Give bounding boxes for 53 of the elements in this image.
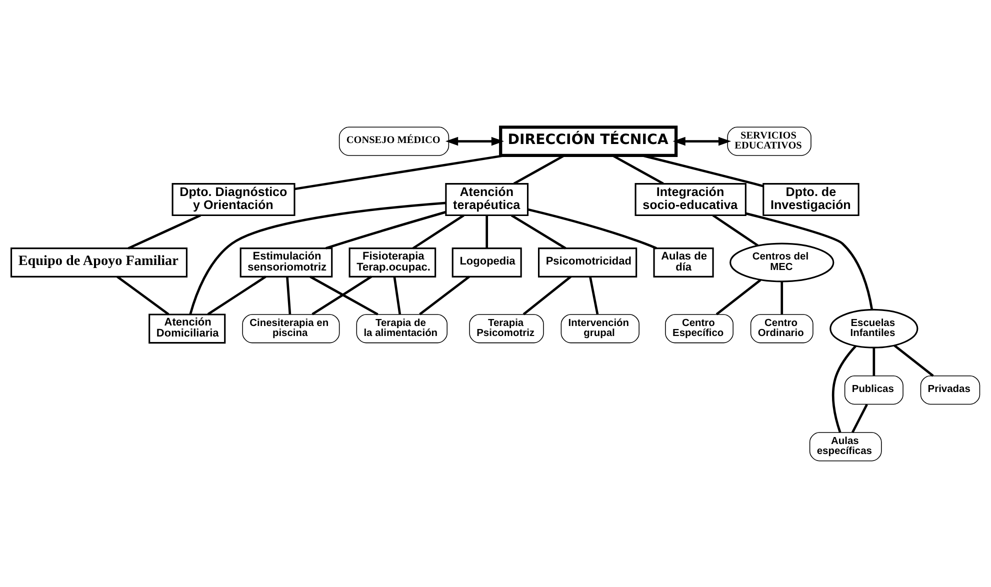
node-box: DIRECCIÓN TÉCNICA	[499, 125, 678, 157]
node-box: Dpto. de Investigación	[762, 182, 860, 216]
connector	[207, 275, 266, 315]
node-box: Atención terapéutica	[445, 182, 529, 216]
connector	[326, 210, 446, 249]
node-box: Aulas específicas	[809, 432, 882, 461]
connector	[294, 154, 505, 190]
connector	[780, 281, 784, 314]
node-box: Privadas	[920, 375, 980, 404]
connector	[116, 275, 170, 315]
connector	[286, 276, 292, 314]
node-box: Aulas de día	[653, 247, 714, 277]
node-box: Intervención grupal	[560, 314, 640, 343]
node-box: Terapia de la alimentación	[356, 314, 448, 343]
node-box: Equipo de Apoyo Familiar	[10, 247, 188, 277]
node-ellipse: Centros del MEC	[730, 242, 834, 282]
connector	[851, 403, 868, 432]
connector	[832, 344, 857, 432]
node-box: Estimulación sensoriomotriz	[240, 247, 333, 277]
arrow	[445, 136, 504, 146]
connector	[486, 215, 488, 248]
connector	[393, 276, 402, 314]
connector	[510, 214, 566, 249]
connector	[642, 154, 764, 187]
connector	[419, 275, 470, 315]
connector	[872, 347, 876, 376]
connector	[712, 214, 759, 246]
connector	[894, 344, 934, 376]
node-box: CONSEJO MÉDICO	[338, 126, 450, 156]
node-box: Atención Domiciliaria	[148, 313, 226, 344]
connector	[513, 154, 565, 184]
connector	[528, 208, 657, 249]
connector	[745, 212, 874, 310]
node-box: Fisioterapia Terap.ocupac.	[348, 247, 436, 277]
node-box: SERVICIOS EDUCATIVOS	[727, 126, 812, 156]
arrow	[672, 136, 732, 146]
node-box: Integración socio-educativa	[634, 182, 746, 216]
connector	[716, 278, 762, 315]
node-ellipse: Escuelas Infantiles	[830, 308, 918, 348]
connector	[589, 276, 599, 314]
node-box: Centro Específico	[665, 314, 734, 343]
node-box: Dpto. Diagnóstico y Orientación	[172, 182, 296, 216]
node-box: Psicomotricidad	[538, 247, 638, 277]
connector	[612, 154, 664, 184]
node-box: Terapia Psicomotriz	[469, 314, 544, 343]
connector	[522, 275, 572, 315]
connector	[128, 214, 202, 249]
node-box: Centro Ordinario	[750, 314, 814, 343]
node-box: Cinesiterapia en piscina	[242, 314, 340, 343]
connector	[412, 214, 464, 249]
node-box: Publicas	[844, 375, 904, 404]
node-box: Logopedia	[452, 247, 522, 277]
connector	[189, 201, 446, 314]
